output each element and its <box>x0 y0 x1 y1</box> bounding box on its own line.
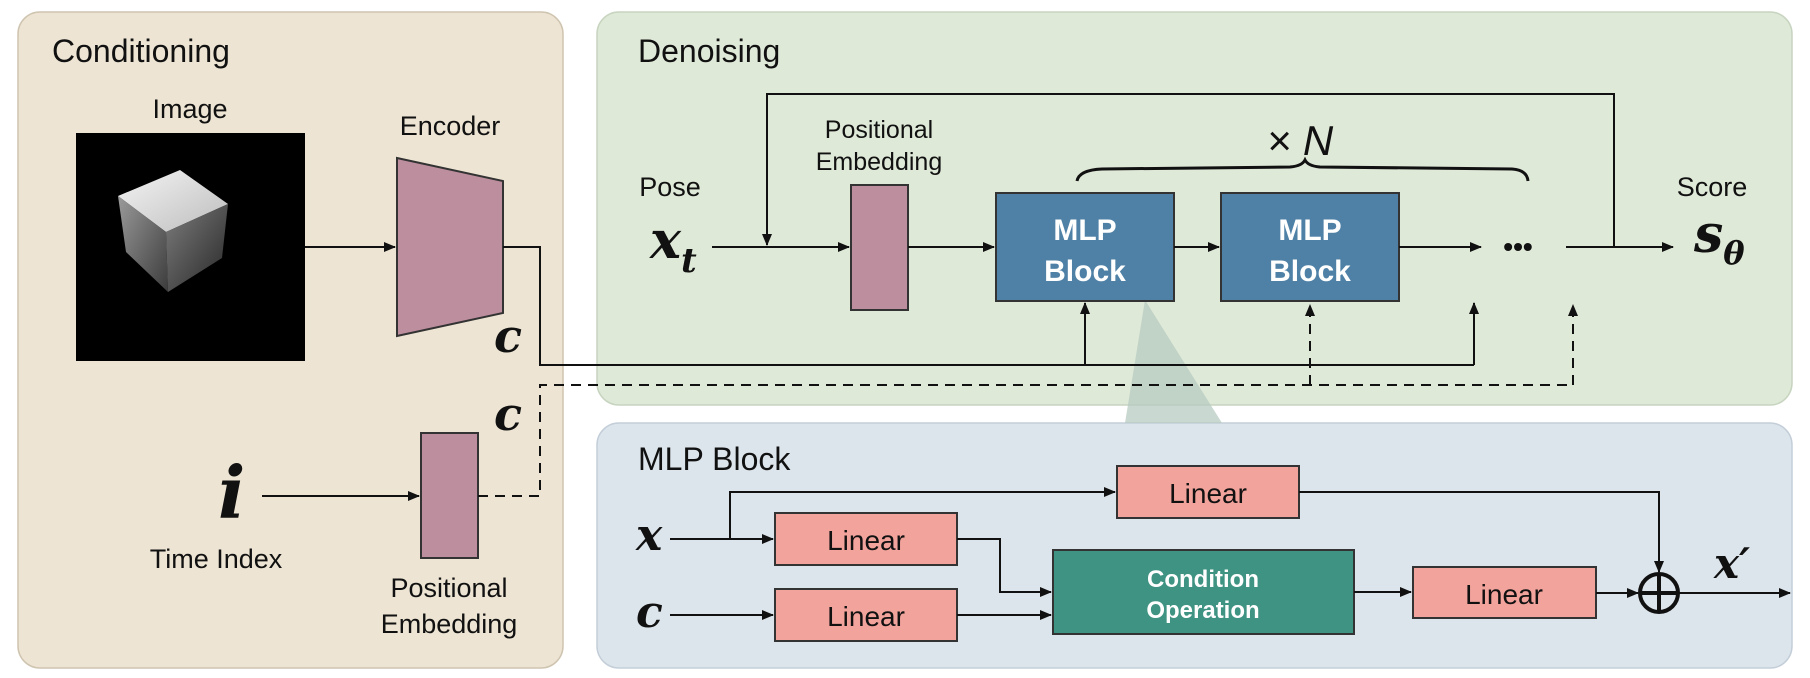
mlp-x-input: x <box>635 510 663 561</box>
linear-out <box>1412 566 1597 619</box>
time-index-label: Time Index <box>150 544 283 574</box>
linear-x-label: Linear <box>827 525 905 556</box>
linear-x <box>774 512 958 566</box>
denoising-title: Denoising <box>638 33 780 69</box>
c-symbol-encoder: c <box>494 309 522 363</box>
time-positional-embedding <box>420 432 479 559</box>
repeat-label: × N <box>1267 117 1334 164</box>
image-label: Image <box>152 94 227 124</box>
linear-top <box>1116 465 1300 519</box>
time-pos-emb-label-1: Positional <box>390 573 507 603</box>
zoom-callout <box>1125 300 1222 423</box>
mlp-block-1-line2: Block <box>1044 255 1126 288</box>
mlp-connections <box>670 487 1791 620</box>
linear-out-label: Linear <box>1465 579 1543 610</box>
score-label: Score <box>1677 172 1748 202</box>
denoising-positional-embedding <box>850 184 909 311</box>
repeat-brace <box>1075 156 1530 182</box>
time-embedding-connections <box>478 304 1578 497</box>
linear-c <box>774 588 958 642</box>
time-index-symbol: i <box>218 450 245 535</box>
score-symbol: sθ <box>1693 204 1745 272</box>
mlp-block-2-line2: Block <box>1269 255 1351 288</box>
den-pos-emb-label-1: Positional <box>825 116 933 144</box>
condition-operation <box>1052 549 1355 635</box>
denoising-connections <box>503 93 1674 366</box>
den-pos-emb-label-2: Embedding <box>816 148 942 176</box>
conditioning-title: Conditioning <box>52 33 230 69</box>
time-pos-emb-label-2: Embedding <box>381 609 518 639</box>
cube-render <box>118 170 228 292</box>
mlp-block-1-line1: MLP <box>1053 214 1116 247</box>
mlp-block-2-line1: MLP <box>1278 214 1341 247</box>
linear-c-label: Linear <box>827 601 905 632</box>
encoder-shape <box>396 156 504 338</box>
denoising-panel <box>596 11 1793 406</box>
mlp-block-title: MLP Block <box>638 441 791 477</box>
condition-op-line1: Condition <box>1147 566 1259 593</box>
ellipsis: ••• <box>1503 231 1532 262</box>
mlp-x-output: x′ <box>1713 539 1750 588</box>
condition-op-line2: Operation <box>1146 597 1259 624</box>
conditioning-connections <box>262 242 420 501</box>
mlp-c-input: c <box>636 587 663 638</box>
linear-top-label: Linear <box>1169 478 1247 509</box>
plus-operator <box>1638 572 1680 614</box>
encoder-label: Encoder <box>400 111 501 141</box>
mlp-block-2 <box>1220 192 1400 302</box>
c-symbol-time: c <box>494 387 522 441</box>
pose-symbol: xt <box>649 210 697 281</box>
pose-label: Pose <box>639 172 701 202</box>
